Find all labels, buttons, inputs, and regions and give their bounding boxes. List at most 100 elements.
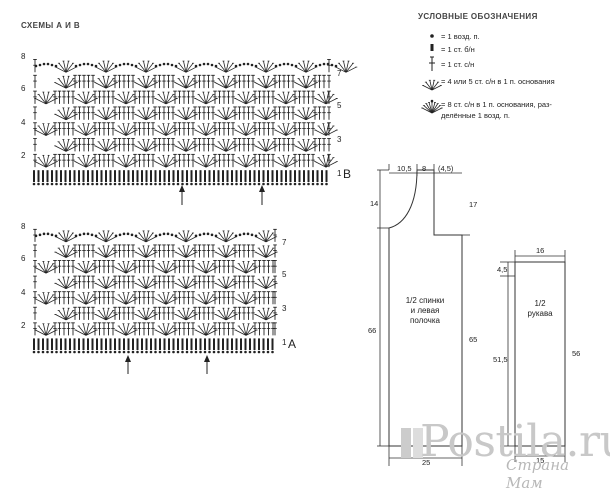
double-crochet-symbol: [137, 291, 142, 305]
double-crochet-symbol: [273, 74, 277, 89]
chain-dot-symbol: [206, 62, 210, 66]
double-crochet-symbol: [293, 122, 297, 136]
single-crochet-symbol: [127, 170, 130, 182]
single-crochet-symbol: [136, 170, 139, 182]
single-crochet-symbol: [69, 338, 71, 350]
double-crochet-symbol: [91, 275, 95, 289]
chain-dot-symbol: [172, 182, 175, 186]
double-crochet-symbol: [197, 106, 202, 120]
double-crochet-symbol: [246, 244, 251, 258]
fan-symbol: [74, 323, 98, 336]
double-crochet-symbol: [111, 153, 115, 168]
double-crochet-symbol: [171, 106, 175, 120]
fan-symbol: [114, 292, 138, 305]
double-crochet-symbol: [62, 260, 66, 274]
double-crochet-symbol: [66, 260, 71, 274]
double-crochet-symbol: [273, 306, 277, 320]
chain-dot-symbol: [210, 233, 214, 237]
chain-dot-symbol: [113, 350, 117, 354]
double-crochet-symbol: [251, 106, 255, 120]
double-crochet-symbol: [102, 291, 106, 305]
chain-dot-symbol: [94, 64, 98, 68]
chain-dot-symbol: [126, 62, 130, 66]
double-crochet-symbol: [153, 275, 157, 289]
double-crochet-symbol: [113, 74, 117, 89]
fan-symbol: [94, 60, 118, 73]
double-crochet-symbol: [162, 275, 166, 289]
double-crochet-symbol: [57, 291, 62, 305]
double-crochet-symbol: [182, 153, 186, 168]
chart-a-row-8: 8: [21, 222, 26, 231]
double-crochet-symbol: [211, 106, 215, 120]
double-crochet-symbol: [222, 260, 226, 274]
single-crochet-symbol: [123, 170, 125, 182]
double-crochet-symbol: [233, 244, 237, 258]
double-crochet-symbol: [293, 90, 297, 104]
chain-dot-symbol: [284, 182, 288, 186]
chain-dot-symbol: [430, 99, 434, 103]
double-crochet-symbol: [122, 244, 126, 258]
double-crochet-symbol: [182, 90, 186, 104]
chart-b-row-1: 1: [337, 169, 342, 178]
chain-dot-symbol: [199, 182, 202, 186]
single-crochet-symbol: [132, 170, 134, 182]
double-crochet-symbol: [246, 306, 251, 320]
legend-item-dot: = 1 возд. п.: [430, 32, 480, 41]
double-crochet-symbol: [193, 244, 197, 258]
double-crochet-symbol: [277, 138, 282, 152]
fan-symbol: [54, 60, 78, 73]
legend-item-dot-text: = 1 возд. п.: [441, 32, 480, 41]
double-crochet-symbol: [57, 322, 62, 336]
single-crochet-symbol: [78, 338, 80, 350]
fan-symbol: [421, 101, 443, 114]
chain-dot-symbol: [100, 182, 103, 186]
double-crochet-symbol: [146, 322, 151, 336]
chain-dot-symbol: [77, 182, 81, 186]
single-crochet-symbol: [73, 170, 76, 182]
chart-b-arrows: [179, 185, 265, 205]
double-crochet-symbol: [111, 90, 115, 104]
single-crochet-symbol: [226, 170, 229, 182]
single-crochet-symbol: [271, 338, 274, 350]
chain-dot-symbol: [154, 64, 158, 68]
double-crochet-symbol: [166, 106, 171, 120]
double-crochet-symbol: [133, 291, 137, 305]
chain-dot-symbol: [246, 62, 250, 66]
chain-dot-symbol: [244, 350, 247, 354]
single-crochet-symbol: [172, 338, 175, 350]
chain-dot-symbol: [82, 62, 86, 66]
double-crochet-symbol: [93, 90, 97, 104]
arrow-up-icon: [179, 185, 185, 205]
fan-symbol: [54, 230, 78, 243]
double-crochet-symbol: [82, 138, 86, 152]
fan-symbol: [174, 75, 198, 89]
chain-dot-symbol: [50, 233, 54, 237]
double-crochet-symbol: [111, 122, 115, 136]
double-crochet-symbol: [102, 153, 106, 168]
double-crochet-symbol: [233, 74, 237, 89]
double-crochet-symbol: [206, 306, 211, 320]
chain-dot-symbol: [134, 64, 138, 68]
chain-dot-symbol: [73, 350, 76, 354]
double-crochet-symbol: [273, 244, 277, 258]
chain-dot-symbol: [289, 182, 292, 186]
fan-symbol: [34, 261, 58, 274]
double-crochet-symbol: [117, 244, 122, 258]
double-crochet-symbol: [57, 122, 62, 136]
chain-dot-symbol: [257, 350, 261, 354]
chain-dot-symbol: [226, 182, 229, 186]
double-crochet-symbol: [82, 306, 86, 320]
double-crochet-symbol: [91, 138, 95, 152]
single-crochet-symbol: [190, 170, 193, 182]
double-crochet-symbol: [151, 153, 155, 168]
double-crochet-symbol: [226, 122, 231, 136]
fan-symbol: [94, 107, 118, 121]
chain-dot-symbol: [208, 350, 211, 354]
double-crochet-symbol: [117, 106, 122, 120]
chart-a-row-numbers-left: 8 6 4 2: [21, 222, 26, 330]
double-crochet-symbol: [313, 74, 317, 89]
double-crochet-symbol: [113, 138, 117, 152]
legend-item-bar-text: = 1 ст. б/н: [441, 45, 475, 54]
double-crochet-symbol: [291, 138, 295, 152]
fan-symbol: [134, 245, 158, 258]
